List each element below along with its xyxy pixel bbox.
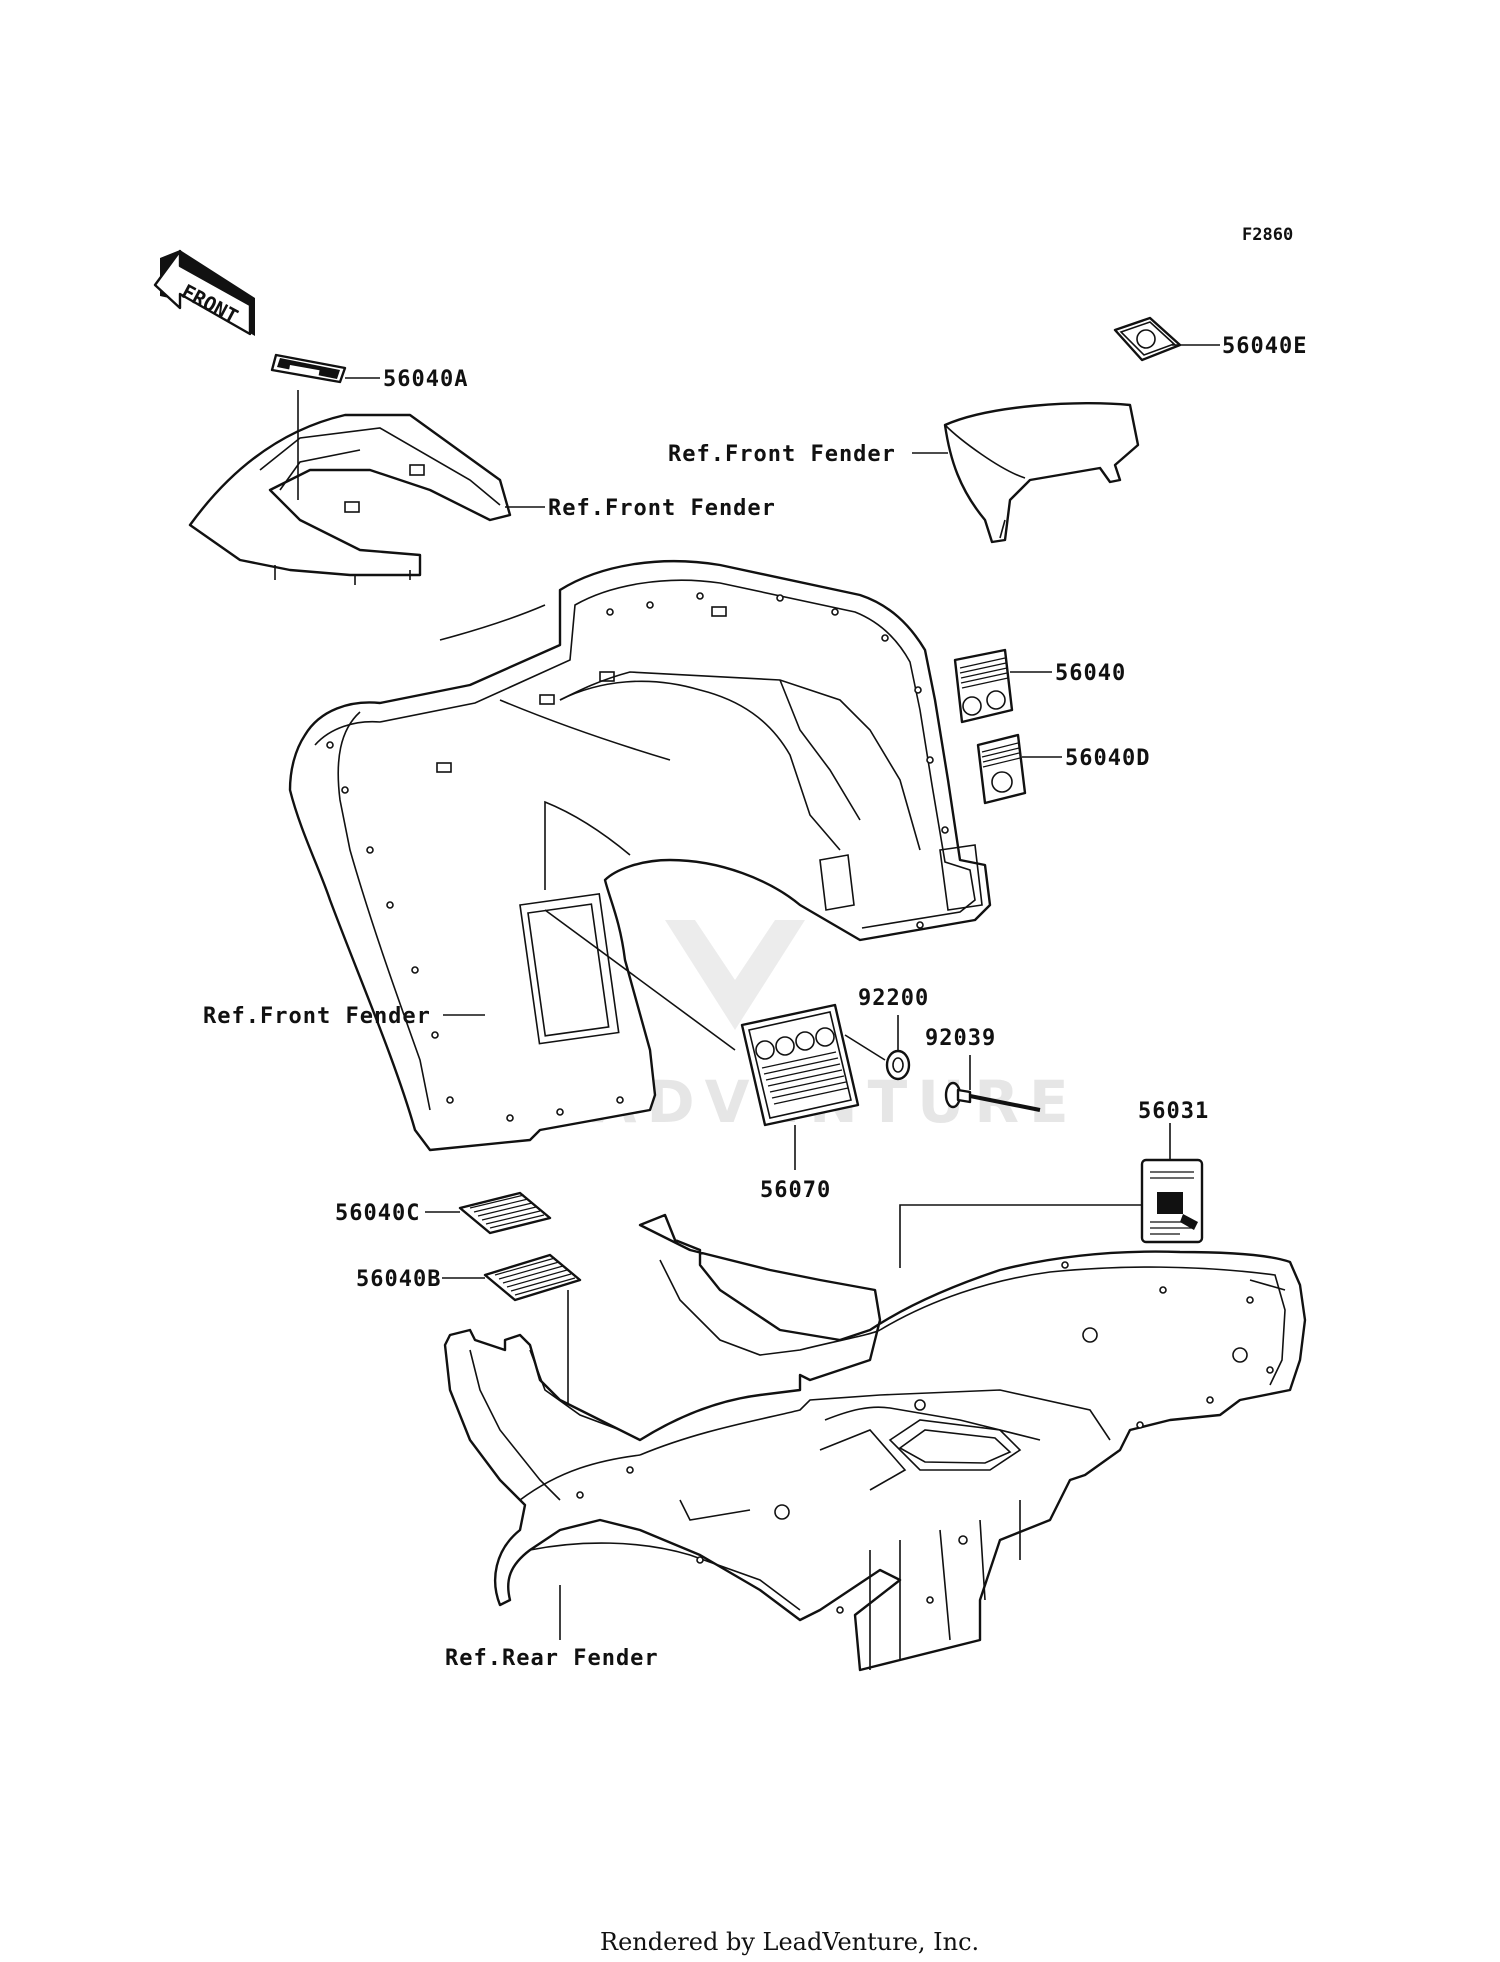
part-label-92200[interactable]: 92200 xyxy=(858,986,929,1011)
decal-56040[interactable] xyxy=(953,648,1014,724)
rivet-92039[interactable] xyxy=(944,1081,1041,1112)
footer-credit: Rendered by LeadVenture, Inc. xyxy=(600,1928,979,1956)
figure-code: F2860 xyxy=(1242,225,1293,245)
part-label-56031[interactable]: 56031 xyxy=(1138,1099,1209,1124)
decal-56040C[interactable] xyxy=(458,1191,552,1235)
leader-92200-to-plate xyxy=(844,1034,886,1061)
ref-front-fender-left[interactable]: Ref.Front Fender xyxy=(203,1004,431,1029)
part-label-56040C[interactable]: 56040C xyxy=(335,1201,420,1226)
leader-56070-to-fender xyxy=(544,909,736,1051)
label-56031[interactable] xyxy=(1140,1158,1204,1244)
front-arrow-icon: FRONT xyxy=(153,249,255,336)
front-fender-top-right xyxy=(943,402,1140,544)
decal-56040B[interactable] xyxy=(483,1253,582,1302)
part-label-56070[interactable]: 56070 xyxy=(760,1178,831,1203)
part-label-92039[interactable]: 92039 xyxy=(925,1026,996,1051)
part-label-56040D[interactable]: 56040D xyxy=(1065,746,1150,771)
washer-92200[interactable] xyxy=(885,1049,911,1081)
decal-56040E[interactable] xyxy=(1113,316,1182,362)
plate-56070[interactable] xyxy=(740,1003,860,1127)
part-label-56040A[interactable]: 56040A xyxy=(383,367,468,392)
ref-rear-fender[interactable]: Ref.Rear Fender xyxy=(445,1646,659,1671)
decal-56040D[interactable] xyxy=(976,733,1027,805)
ref-front-fender-top-left[interactable]: Ref.Front Fender xyxy=(548,496,776,521)
front-fender-main xyxy=(288,560,992,1152)
decal-56040A[interactable] xyxy=(270,353,347,384)
part-label-56040[interactable]: 56040 xyxy=(1055,661,1126,686)
rear-fender xyxy=(443,1213,1307,1672)
leader-56031-to-fender xyxy=(899,1204,1142,1268)
part-label-56040B[interactable]: 56040B xyxy=(356,1267,441,1292)
front-fender-top-left xyxy=(188,413,512,585)
ref-front-fender-top-right[interactable]: Ref.Front Fender xyxy=(668,442,896,467)
part-label-56040E[interactable]: 56040E xyxy=(1222,334,1307,359)
